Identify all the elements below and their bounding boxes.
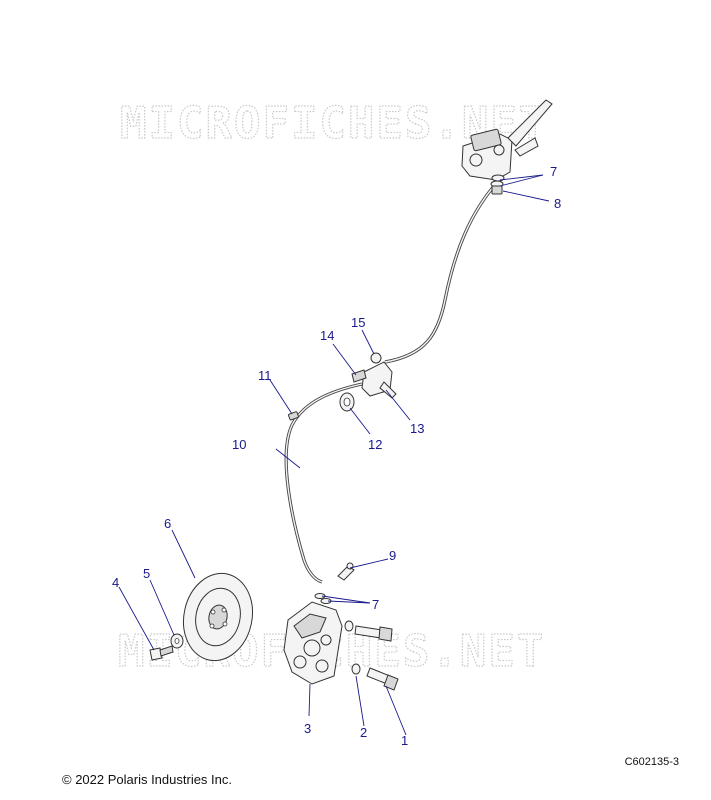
callout-7-bottom: 7 (372, 597, 379, 612)
callout-11: 11 (258, 368, 272, 383)
callout-14: 14 (320, 328, 334, 343)
hose-clip (339, 392, 355, 412)
callout-9: 9 (389, 548, 396, 563)
callout-2: 2 (360, 725, 367, 740)
callout-4: 4 (112, 575, 119, 590)
hose-grommet (287, 411, 299, 421)
callout-1: 1 (401, 733, 408, 748)
caliper-washer-upper (344, 620, 354, 632)
callout-12: 12 (368, 437, 382, 452)
callout-8: 8 (554, 196, 561, 211)
caliper-bolt-lower (366, 667, 399, 691)
junction-block (351, 352, 397, 399)
brake-caliper (283, 601, 343, 685)
leader-lines (118, 174, 550, 736)
brake-disc (183, 572, 253, 662)
bleeder-valve (337, 562, 355, 581)
callout-5: 5 (143, 566, 150, 581)
caliper-banjo-washers (314, 593, 332, 604)
brake-line-lower (284, 382, 363, 584)
caliper-washer-lower (351, 663, 361, 675)
callout-7-top: 7 (550, 164, 557, 179)
disc-washer (170, 633, 184, 649)
callout-6: 6 (164, 516, 171, 531)
figure-code: C602135-3 (624, 756, 679, 768)
master-banjo-fitting (490, 174, 505, 195)
brake-line-upper (384, 184, 496, 364)
callouts: 1 2 3 4 5 6 7 7 8 9 10 11 12 13 14 15 (112, 164, 561, 748)
callout-15: 15 (351, 315, 365, 330)
callout-13: 13 (410, 421, 424, 436)
caliper-bolt-upper (354, 625, 393, 642)
copyright-notice: © 2022 Polaris Industries Inc. (62, 772, 232, 787)
callout-10: 10 (232, 437, 246, 452)
disc-bolt (149, 645, 174, 661)
callout-3: 3 (304, 721, 311, 736)
